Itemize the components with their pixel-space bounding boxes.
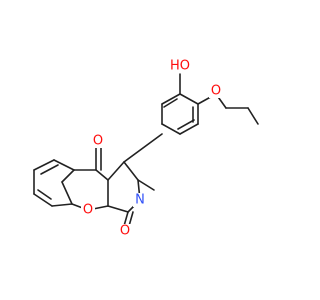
lactam-oxygen-label: O [120,224,130,239]
molecule-structure-diagram: HO O O O O N [33,59,259,239]
bond [33,193,53,207]
label-background [166,59,194,73]
bond [163,98,178,108]
bond [53,159,75,171]
bond [61,181,73,205]
bond [247,107,259,125]
bond [107,161,125,181]
bond [123,133,163,163]
label-background [81,203,95,217]
bond [51,203,73,207]
bond [37,189,52,200]
bond [161,93,181,105]
bond [40,164,59,175]
bond [177,119,195,130]
bond [33,159,55,171]
ketone-oxygen-label: O [93,134,103,149]
bond [128,211,134,227]
label-background [209,84,223,98]
bond [123,211,129,227]
hydroxyl-oxygen-label: HO [170,59,190,74]
lactam-nitrogen-label: N [135,193,145,208]
ring-oxygen-label: O [83,203,93,218]
label-background [133,193,147,207]
atom-label-layer: HO O O O O N [81,59,223,239]
bond [179,93,199,105]
bond [161,123,181,135]
label-background [118,224,132,238]
bond [61,169,75,183]
bond [107,205,129,213]
bond [123,161,139,181]
bond [137,179,155,191]
bond [95,169,109,181]
bond [179,123,199,135]
label-background [91,134,105,148]
ether-oxygen-label: O [211,84,221,99]
